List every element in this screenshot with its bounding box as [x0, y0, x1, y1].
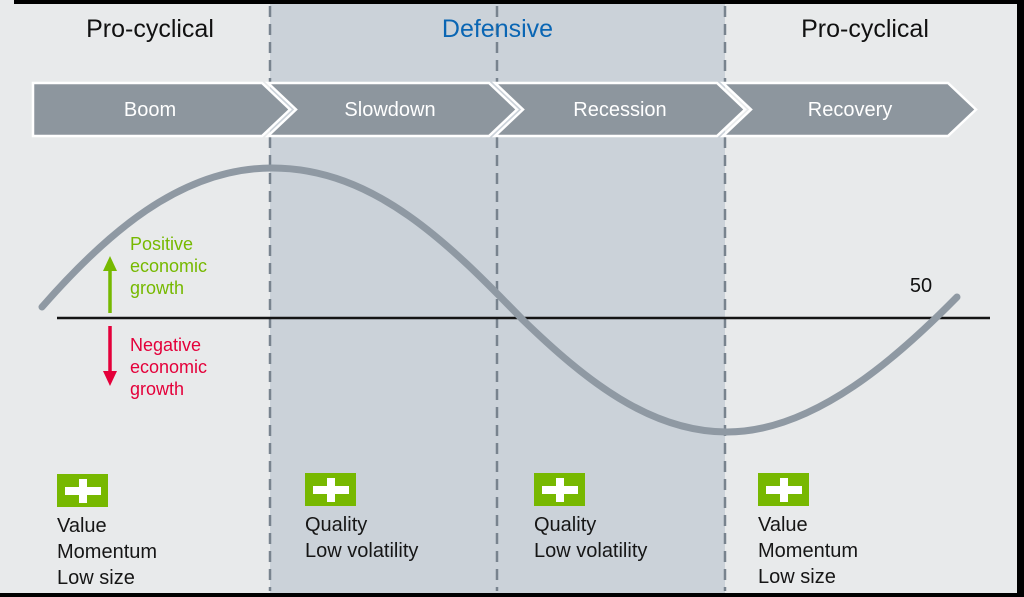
regime-title-procyclical-left: Pro-cyclical	[86, 15, 214, 43]
factor-item: Value	[57, 515, 107, 537]
phase-arrow-shape-boom	[31, 81, 292, 138]
factor-item: Quality	[305, 514, 368, 536]
right-border	[1017, 0, 1024, 597]
factor-item: Low size	[758, 566, 836, 588]
factor-item: Low size	[57, 567, 135, 589]
top-border	[14, 0, 1024, 4]
factor-group-recovery: Value Momentum Low size	[758, 473, 858, 590]
factor-item: Low volatility	[534, 540, 648, 562]
phase-arrow-shape-recovery	[719, 81, 978, 138]
baseline-value-label: 50	[909, 275, 933, 297]
factor-group-boom: Value Momentum Low size	[57, 474, 157, 591]
economic-cycle-curve	[38, 164, 961, 436]
factor-item: Momentum	[758, 540, 859, 562]
negative-growth-label: Negative economic growth	[130, 335, 208, 399]
phase-label-recovery: Recovery	[807, 99, 893, 121]
factor-item: Value	[758, 514, 808, 536]
phase-label-slowdown: Slowdown	[344, 99, 436, 121]
plus-icon	[57, 474, 108, 507]
phase-label-recession: Recession	[573, 99, 667, 121]
factor-item: Quality	[534, 514, 597, 536]
phase-arrow-shape-recession	[491, 81, 747, 138]
factor-group-recession: Quality Low volatility	[534, 473, 647, 564]
bottom-border	[0, 593, 1024, 597]
factor-item: Momentum	[57, 541, 158, 563]
phase-label-boom: Boom	[123, 99, 177, 121]
positive-growth-label: Positive economic growth	[130, 234, 208, 298]
factor-item: Low volatility	[305, 540, 419, 562]
regime-title-procyclical-right: Pro-cyclical	[801, 15, 929, 43]
plus-icon	[534, 473, 585, 506]
plus-icon	[758, 473, 809, 506]
arrow-down-icon	[103, 326, 117, 386]
plus-icon	[305, 473, 356, 506]
factor-group-slowdown: Quality Low volatility	[305, 473, 418, 564]
phase-arrow-shape-slowdown	[264, 81, 519, 138]
arrow-up-icon	[103, 256, 117, 313]
regime-title-defensive: Defensive	[441, 15, 554, 43]
